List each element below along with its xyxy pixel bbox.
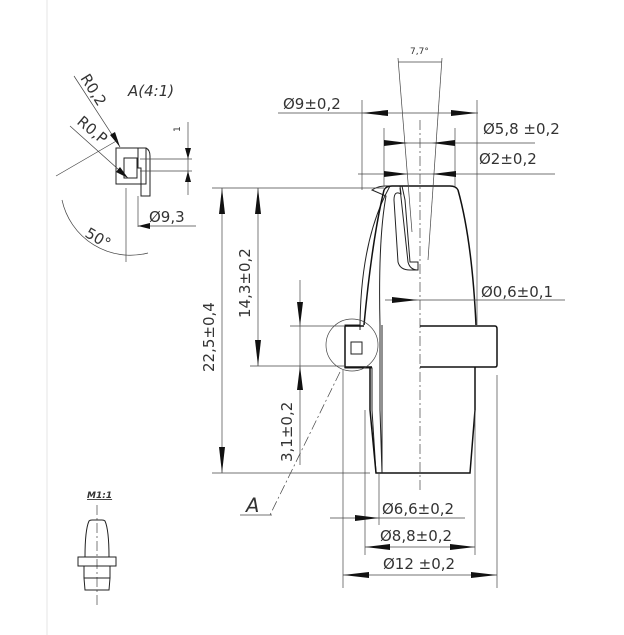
arrow	[138, 223, 150, 229]
dia-top-inner-label: Ø5,8 ±0,2	[483, 120, 560, 138]
taper-angle-label: 7,7°	[410, 47, 429, 57]
dia-bottom-outer-label: Ø8,8±0,2	[380, 527, 452, 545]
detail-circle	[325, 318, 379, 372]
height-label: 1	[173, 126, 183, 132]
main-view: 7,7° Ø9±0,2 Ø5,8 ±0,2 Ø2±0,2 Ø0,6±0,1 2	[200, 47, 565, 588]
detail-leader	[269, 371, 341, 516]
arrow	[185, 171, 191, 182]
height-flange-label: 3,1±0,2	[278, 402, 296, 462]
dia-slot-label: Ø2±0,2	[479, 150, 537, 168]
diameter-label: Ø9,3	[149, 208, 185, 226]
dia-top-outer-label: Ø9±0,2	[283, 95, 341, 113]
arrow	[297, 302, 303, 326]
detail-a-view: A(4:1) R0,2 R0,P 50° 1 Ø9,3	[55, 71, 196, 262]
height-upper-label: 14,3±0,2	[236, 248, 254, 318]
slot-profile	[399, 187, 419, 271]
scale-flange	[77, 556, 117, 567]
top-cap	[383, 185, 459, 191]
arrow	[471, 572, 497, 578]
detail-label: A	[244, 494, 259, 517]
detail-groove	[123, 157, 138, 179]
arrow	[297, 366, 303, 390]
dia-bottom-inner-label: Ø6,6±0,2	[382, 500, 454, 518]
arrow	[432, 140, 455, 146]
detail-title: A(4:1)	[127, 82, 174, 100]
scale-body-top	[84, 519, 110, 558]
arrow	[450, 544, 475, 550]
detail-groove-small	[350, 341, 363, 355]
arrow	[116, 167, 128, 178]
arrow	[451, 110, 477, 116]
arrow	[355, 515, 379, 521]
arrow	[362, 110, 388, 116]
arrow	[185, 148, 191, 159]
arrow	[343, 572, 369, 578]
outer-profile-right	[457, 189, 477, 326]
arrow	[219, 188, 225, 214]
detail-section-hatch	[115, 147, 147, 185]
arrow	[384, 171, 408, 177]
angle-label: 50°	[82, 224, 114, 253]
flange-left	[344, 325, 372, 368]
angle-line	[55, 139, 119, 177]
arrow	[384, 140, 408, 146]
radius-label-1: R0,2	[77, 71, 110, 110]
taper-line-left	[397, 57, 413, 233]
detail-section-wall	[116, 147, 151, 197]
taper-line-right	[427, 57, 443, 261]
scale-view: M1:1	[77, 491, 117, 605]
arrow	[255, 340, 261, 366]
arrow	[392, 297, 418, 303]
angle-arc	[61, 199, 149, 256]
arrow	[365, 544, 390, 550]
dia-hole-label: Ø0,6±0,1	[481, 283, 553, 301]
arrow	[432, 171, 456, 177]
height-total-label: 22,5±0,4	[200, 302, 218, 372]
arrow	[110, 132, 120, 147]
flange-right	[420, 325, 498, 368]
radius-label-2: R0,P	[73, 112, 110, 148]
outer-profile-left	[363, 189, 385, 326]
dia-flange-label: Ø12 ±0,2	[383, 555, 455, 573]
lower-body	[369, 367, 476, 474]
scale-body-bottom	[83, 566, 111, 591]
scale-label: M1:1	[87, 491, 112, 501]
arrow	[219, 447, 225, 473]
arrow	[255, 188, 261, 214]
